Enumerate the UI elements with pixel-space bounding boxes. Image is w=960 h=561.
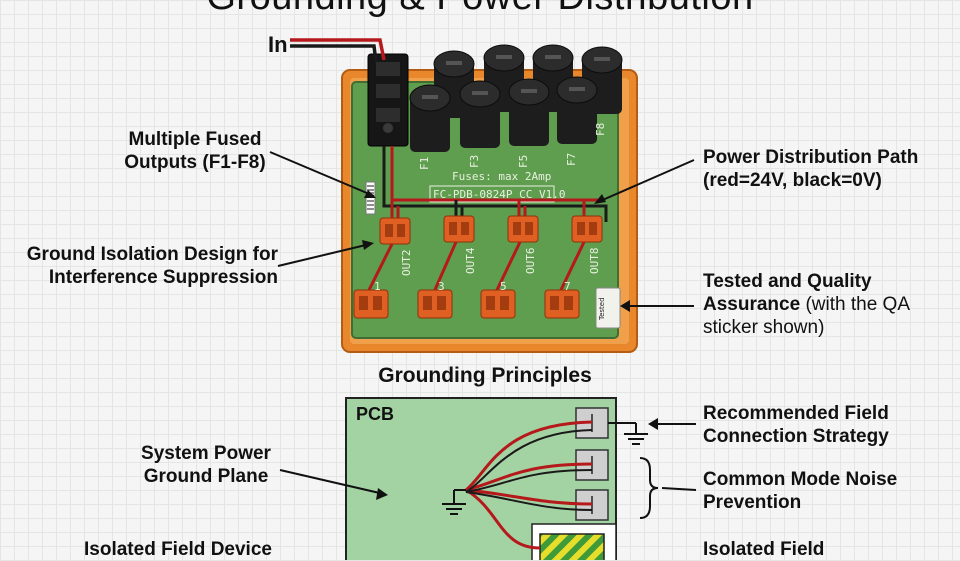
callout-ground-isolation: Ground Isolation Design for Interference… [10,243,278,289]
callout-arrowhead-ground-plane [376,488,388,500]
silk-out-bottom-4: 7 [564,280,571,293]
fuse-holder [556,76,598,144]
qa-sticker-text: Tested [598,297,606,321]
diag-wire [432,241,458,293]
callout-qa-line2: Assurance (with the QA [703,293,953,316]
input-terminal-block [367,53,409,147]
ground-symbol-field [608,422,648,445]
callout-field-connection: Recommended Field Connection Strategy [703,402,913,448]
callout-ground-plane: System Power Ground Plane [118,442,294,488]
bus-wire-black [382,146,608,222]
callout-arrowhead-qa [620,300,630,312]
callout-field-connection-text: Recommended Field Connection Strategy [703,403,889,447]
callout-arrow-fused [269,151,375,197]
callout-qa-line2-rest: (with the QA [800,294,910,315]
silk-out-top-4: OUT8 [588,248,601,275]
fuse-row-front [409,76,598,152]
silk-out-top-3: OUT6 [524,248,537,275]
callout-isolated-device: Isolated Field Device [84,538,304,561]
callout-arrowhead-isolation [362,240,374,250]
callout-isolated-field: Isolated Field [703,538,913,561]
star-wiring [465,420,593,550]
silk-model-text: FC-PDB-0824P CC V1.0 [433,188,565,201]
callout-common-mode: Common Mode Noise Prevention [703,468,913,514]
silk-fuse-label-5: F8 [594,123,607,136]
silk-fuse-text: Fuses: max 2Amp [452,170,551,183]
callout-arrow-ground-plane [279,469,385,495]
output-connector-top-row [379,215,603,245]
callout-power-path: Power Distribution Path (red=24V, black=… [703,146,943,192]
input-wire-red [290,38,386,61]
callout-arrowhead-field-connection [648,418,658,430]
pcb-label: PCB [356,404,395,424]
callout-ground-isolation-text: Ground Isolation Design for Interference… [26,244,278,288]
silk-out-bottom-1: 1 [374,280,381,293]
callout-ground-plane-text: System Power Ground Plane [141,443,271,487]
callout-qa: Tested and Quality Assurance (with the Q… [703,270,953,339]
diag-wire [558,241,586,293]
callout-isolated-device-text: Isolated Field Device [84,539,272,560]
silk-out-top-2: OUT4 [464,247,477,274]
silk-fuse-label-1: F1 [418,157,431,170]
page-title: Grounding & Power Distribution [0,0,960,19]
callout-qa-line3: sticker shown) [703,317,825,338]
callout-arrowhead-fused [364,190,376,198]
callout-qa-line1: Tested and Quality [703,271,872,292]
silk-model-box [429,185,555,203]
isolated-field-box [539,533,605,560]
callout-qa-line2-bold: Assurance [703,294,801,315]
input-label: In [268,32,288,57]
section-title-grounding: Grounding Principles [378,364,592,387]
callout-common-mode-text: Common Mode Noise Prevention [703,469,898,513]
callout-arrow-power [597,159,695,203]
fuse-row-back [433,44,623,118]
silk-out-bottom-2: 3 [438,280,445,293]
callout-arrow-common-mode [661,487,697,491]
silk-out-top-1: OUT2 [400,250,413,277]
ground-symbol-plane [442,489,466,515]
silk-out-bottom-3: 5 [500,280,507,293]
diag-wire [366,243,394,293]
silk-fuse-label-4: F7 [565,153,578,166]
callout-fused-outputs-text: Multiple Fused Outputs (F1-F8) [124,129,266,173]
fuse-holder [409,84,451,152]
qa-sticker: Tested [595,287,621,329]
silk-fuse-label-3: F5 [517,155,530,168]
callout-power-path-text: Power Distribution Path (red=24V, black=… [703,147,919,191]
silk-fuse-label-2: F3 [468,155,481,168]
output-connector-bottom-row [353,289,580,319]
fuse-holder [508,78,550,146]
callout-arrowhead-power [594,194,606,204]
callout-fused-outputs: Multiple Fused Outputs (F1-F8) [110,128,280,174]
callout-arrow-isolation [277,243,371,267]
input-wire-black [290,44,378,63]
diag-wire [494,241,522,293]
fuse-holder [459,80,501,148]
callout-isolated-field-text: Isolated Field [703,539,825,560]
common-mode-brace [639,457,659,519]
